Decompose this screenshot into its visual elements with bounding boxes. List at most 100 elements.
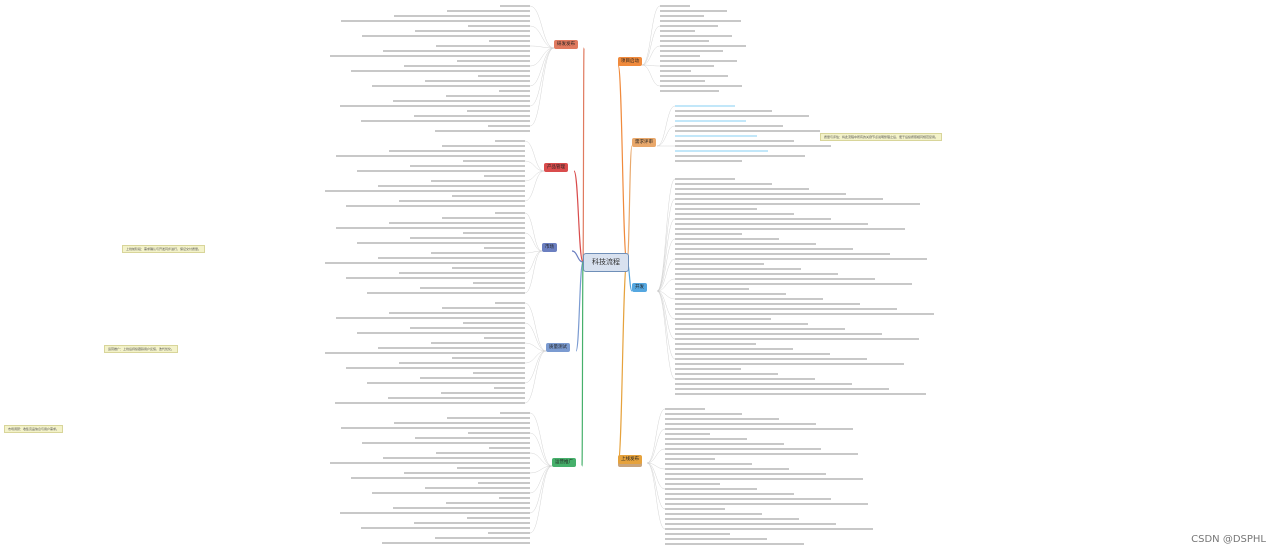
- leaf-text-line: [675, 233, 742, 235]
- leaf-text-line: [675, 203, 920, 205]
- leaf-text-line: [325, 190, 525, 192]
- leaf-text-line: [446, 95, 530, 97]
- leaf-text-line: [675, 110, 772, 112]
- leaf-text-line: [665, 528, 873, 530]
- leaf-text-line: [675, 383, 852, 385]
- connector-line: [524, 170, 545, 202]
- leaf-text-line: [325, 352, 525, 354]
- branch-node[interactable]: 上线发布: [618, 455, 642, 464]
- leaf-text-line: [665, 503, 868, 505]
- branch-node[interactable]: 运营推广: [552, 458, 576, 467]
- connector-line: [529, 47, 555, 127]
- connector-line: [656, 178, 676, 292]
- leaf-text-line: [357, 242, 525, 244]
- leaf-text-line: [488, 125, 530, 127]
- leaf-text-line: [452, 267, 525, 269]
- connector-line: [656, 125, 676, 147]
- connector-line: [524, 232, 543, 252]
- connector-line: [524, 350, 547, 384]
- leaf-text-line: [660, 80, 705, 82]
- connector-line: [641, 5, 661, 66]
- leaf-text-line: [346, 277, 525, 279]
- leaf-text-line: [675, 135, 757, 137]
- leaf-text-line: [389, 150, 525, 152]
- leaf-text-line: [457, 467, 530, 469]
- leaf-text-line: [675, 378, 815, 380]
- leaf-text-line: [675, 188, 809, 190]
- connector-line: [524, 160, 545, 172]
- leaf-text-line: [351, 70, 530, 72]
- leaf-text-line: [378, 347, 525, 349]
- leaf-text-line: [436, 452, 530, 454]
- leaf-text-line: [665, 438, 747, 440]
- leaf-text-line: [660, 35, 732, 37]
- leaf-text-line: [675, 388, 889, 390]
- leaf-text-line: [484, 337, 525, 339]
- branch-node[interactable]: 需求评审: [632, 138, 656, 147]
- leaf-text-line: [414, 115, 530, 117]
- leaf-text-line: [675, 218, 831, 220]
- leaf-text-line: [665, 488, 757, 490]
- leaf-text-line: [393, 507, 530, 509]
- connector-line: [529, 432, 553, 467]
- leaf-text-line: [660, 45, 746, 47]
- leaf-text-line: [357, 332, 525, 334]
- connector-line: [524, 250, 543, 274]
- leaf-text-line: [675, 348, 793, 350]
- leaf-text-line: [665, 483, 720, 485]
- leaf-text-line: [420, 377, 525, 379]
- leaf-text-line: [675, 198, 883, 200]
- leaf-text-line: [665, 413, 742, 415]
- branch-node[interactable]: 研发发布: [554, 40, 578, 49]
- leaf-text-line: [473, 282, 525, 284]
- leaf-text-line: [399, 200, 525, 202]
- branch-node[interactable]: 开发: [632, 283, 647, 292]
- leaf-text-line: [665, 513, 762, 515]
- leaf-text-line: [494, 387, 525, 389]
- leaf-text-line: [495, 140, 525, 142]
- leaf-text-line: [488, 532, 530, 534]
- connector-line: [529, 465, 553, 514]
- leaf-text-line: [675, 183, 772, 185]
- leaf-text-line: [425, 487, 530, 489]
- leaf-text-line: [665, 433, 710, 435]
- connector-line: [656, 198, 676, 292]
- leaf-text-line: [675, 115, 809, 117]
- leaf-text-line: [675, 328, 845, 330]
- leaf-text-line: [665, 453, 858, 455]
- leaf-text-line: [675, 125, 783, 127]
- connector-line: [656, 290, 676, 360]
- branch-node[interactable]: 产品管理: [544, 163, 568, 172]
- leaf-text-line: [357, 170, 525, 172]
- leaf-text-line: [367, 292, 525, 294]
- connector-line: [656, 290, 676, 300]
- leaf-text-line: [675, 160, 742, 162]
- leaf-text-line: [336, 227, 525, 229]
- leaf-text-line: [399, 272, 525, 274]
- leaf-text-line: [394, 422, 530, 424]
- annotation-note: 上线前阶段：需求确认与开发同步进行，保证交付质量。: [122, 245, 206, 253]
- leaf-text-line: [675, 120, 746, 122]
- leaf-text-line: [330, 55, 530, 57]
- leaf-text-line: [665, 523, 836, 525]
- branch-node[interactable]: 市场: [542, 243, 557, 252]
- center-topic[interactable]: 科技流程: [583, 253, 629, 272]
- leaf-text-line: [675, 368, 741, 370]
- leaf-text-line: [468, 432, 530, 434]
- branch-node[interactable]: 质量测试: [546, 343, 570, 352]
- leaf-text-line: [361, 120, 530, 122]
- leaf-text-line: [665, 498, 831, 500]
- leaf-text-line: [389, 222, 525, 224]
- leaf-text-line: [372, 85, 530, 87]
- leaf-text-line: [675, 303, 860, 305]
- leaf-text-line: [442, 307, 525, 309]
- connector-line: [524, 350, 547, 364]
- leaf-text-line: [675, 228, 905, 230]
- leaf-text-line: [336, 317, 525, 319]
- branch-node[interactable]: 项目启动: [618, 57, 642, 66]
- leaf-text-line: [675, 130, 820, 132]
- leaf-text-line: [660, 10, 727, 12]
- leaf-text-line: [340, 105, 530, 107]
- leaf-text-line: [500, 5, 530, 7]
